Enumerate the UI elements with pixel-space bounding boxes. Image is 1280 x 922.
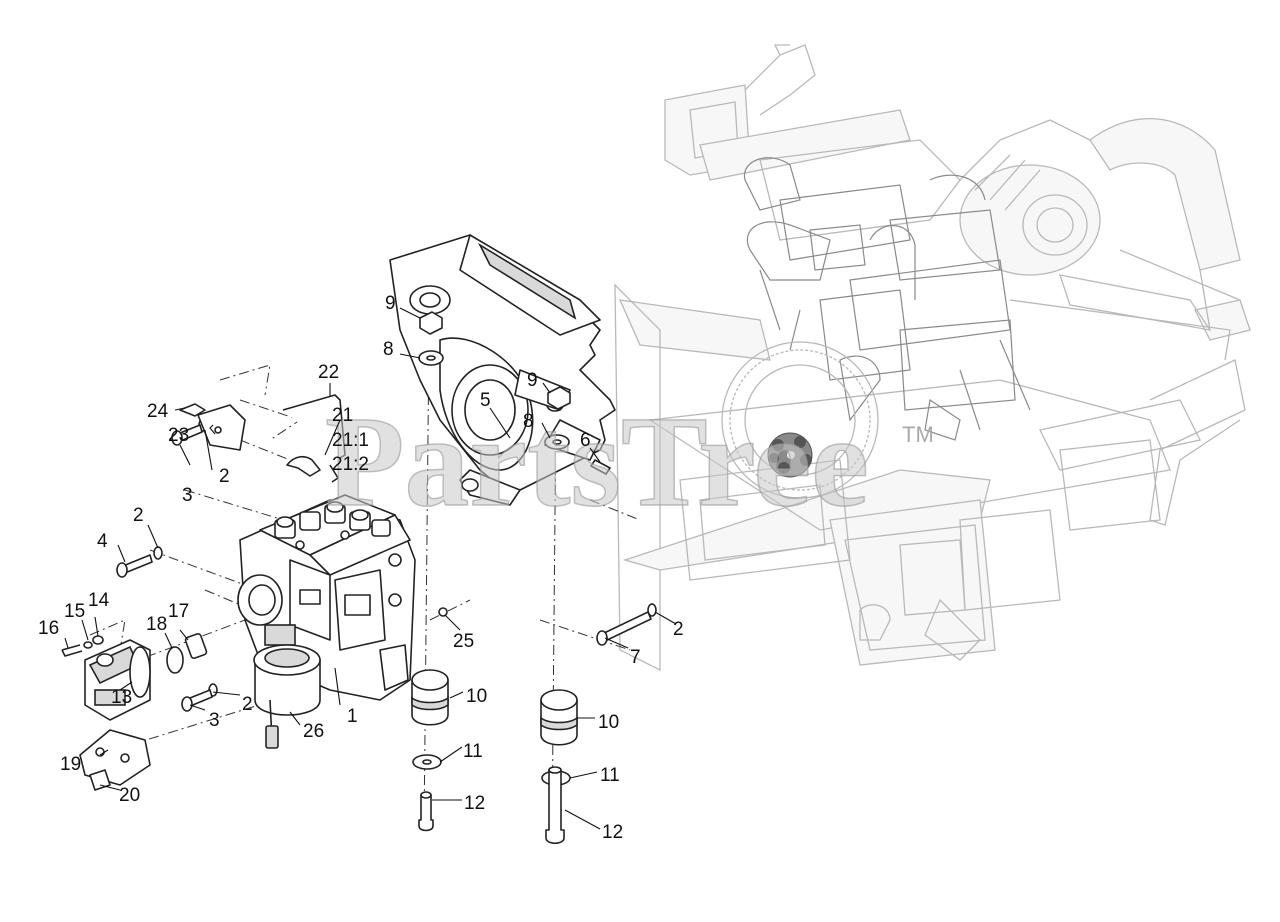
callout-14: 14 <box>88 590 110 611</box>
callout-24: 24 <box>147 401 169 422</box>
callout-26: 26 <box>303 721 324 742</box>
callout-8: 8 <box>523 411 534 432</box>
callout-6: 6 <box>580 430 591 451</box>
engine-frame-background <box>614 44 1251 672</box>
callout-labels: 9 8 9 8 5 6 22 21 21:1 21:2 24 23 2 3 2 … <box>38 293 684 843</box>
callout-21: 21 <box>332 405 353 426</box>
callout-19: 19 <box>60 754 81 775</box>
callout-12: 12 <box>464 793 485 814</box>
callout-13: 13 <box>111 687 132 708</box>
callout-8: 8 <box>383 339 394 360</box>
leader-lines <box>64 307 677 830</box>
callout-2: 2 <box>133 505 144 526</box>
callout-16: 16 <box>38 618 59 639</box>
callout-20: 20 <box>119 785 140 806</box>
hardware <box>61 311 657 845</box>
callout-25: 25 <box>453 631 474 652</box>
watermark: PartsTree TM <box>324 389 934 535</box>
callout-18: 18 <box>146 614 167 635</box>
pump-adapter-housing <box>389 234 616 506</box>
callout-12: 12 <box>602 822 623 843</box>
callout-9: 9 <box>527 370 538 391</box>
callout-1: 1 <box>347 706 358 727</box>
callout-5: 5 <box>480 390 491 411</box>
callout-2: 2 <box>219 466 230 487</box>
watermark-text: PartsTree <box>325 390 869 534</box>
callout-3: 3 <box>209 710 220 731</box>
charge-pump <box>84 639 151 721</box>
callout-2: 2 <box>673 619 684 640</box>
callout-10: 10 <box>466 686 487 707</box>
callout-7: 7 <box>630 647 641 668</box>
callout-11: 11 <box>600 765 620 786</box>
callout-21-2: 21:2 <box>332 454 369 475</box>
callout-17: 17 <box>168 601 189 622</box>
bracket-19 <box>79 729 151 786</box>
watermark-trademark: TM <box>902 422 934 447</box>
callout-11: 11 <box>463 741 483 762</box>
callout-2: 2 <box>242 694 253 715</box>
callout-10: 10 <box>598 712 619 733</box>
callout-3: 3 <box>182 485 193 506</box>
callout-15: 15 <box>64 601 85 622</box>
callout-21-1: 21:1 <box>332 430 369 451</box>
callout-9: 9 <box>385 293 396 314</box>
bolt-20 <box>89 769 111 791</box>
coupling-hub <box>767 432 813 478</box>
callout-4: 4 <box>97 531 108 552</box>
callout-22: 22 <box>318 362 339 383</box>
callout-23: 23 <box>168 425 189 446</box>
